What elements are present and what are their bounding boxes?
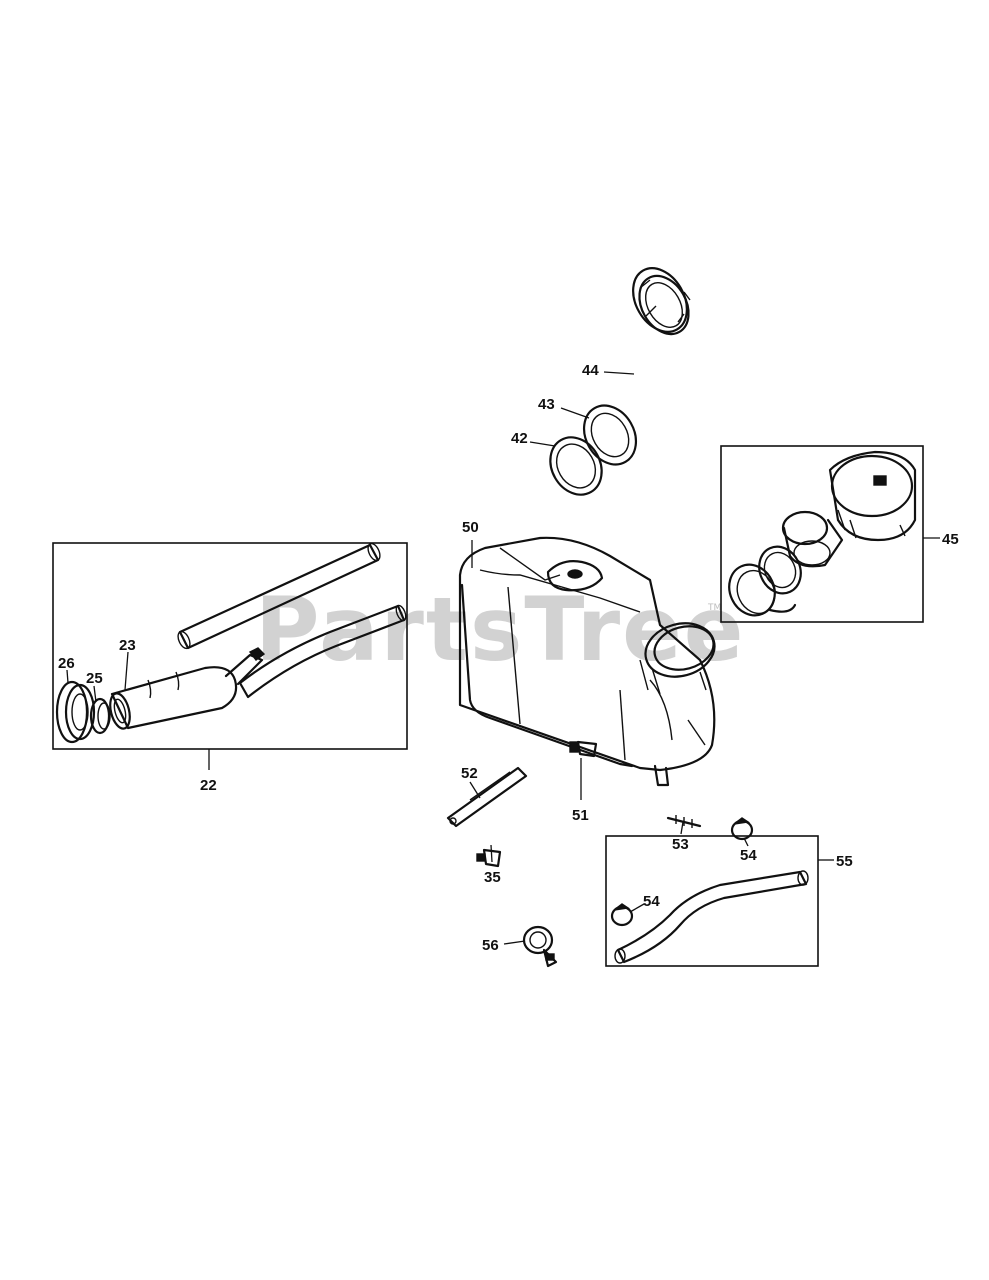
fuel-hose-curved [238, 604, 407, 699]
callout-50: 50 [462, 519, 479, 536]
callout-25: 25 [86, 670, 103, 687]
hose-clamp-54-lower [610, 903, 634, 927]
callout-51: 51 [572, 807, 589, 824]
callout-56: 56 [482, 937, 499, 954]
bushing [89, 697, 111, 735]
leader-lines [66, 371, 940, 945]
callout-52: 52 [461, 765, 478, 782]
fuel-cap-kit-box [720, 445, 924, 623]
cap-gasket [758, 545, 802, 595]
callout-55: 55 [836, 853, 853, 870]
callout-labels: 22 23 25 26 35 42 43 44 45 50 51 52 53 5… [58, 362, 959, 954]
watermark-trademark: TM [707, 603, 721, 613]
fuel-hose-straight [177, 542, 381, 650]
callout-53: 53 [672, 836, 689, 853]
pin-53 [666, 815, 702, 828]
tank-strap [446, 766, 528, 828]
fuel-hose-55 [614, 870, 809, 964]
callout-26: 26 [58, 655, 75, 672]
grommet [55, 680, 96, 744]
fuel-strainer [109, 647, 266, 730]
tank-nut-44 [632, 267, 691, 336]
callout-35: 35 [484, 869, 501, 886]
callout-54-lower: 54 [643, 893, 660, 910]
screw-51 [569, 740, 598, 758]
callout-44: 44 [582, 362, 599, 379]
callout-23: 23 [119, 637, 136, 654]
screw-35 [476, 848, 502, 868]
hose-clamp-54-upper [730, 817, 754, 841]
fuel-hose-kit-box [605, 835, 819, 967]
callout-43: 43 [538, 396, 555, 413]
cap-tether-ring [728, 563, 797, 617]
gasket-42 [549, 436, 603, 496]
gasket-43 [582, 404, 638, 466]
fuel-cap [828, 450, 917, 542]
callout-42: 42 [511, 430, 528, 447]
callout-54-upper: 54 [740, 847, 757, 864]
hose-clamp-56 [522, 925, 558, 968]
fuel-line-kit-box [52, 542, 408, 750]
fuel-tank [458, 536, 716, 787]
callout-22: 22 [200, 777, 217, 794]
cap-adapter [781, 510, 844, 568]
callout-45: 45 [942, 531, 959, 548]
